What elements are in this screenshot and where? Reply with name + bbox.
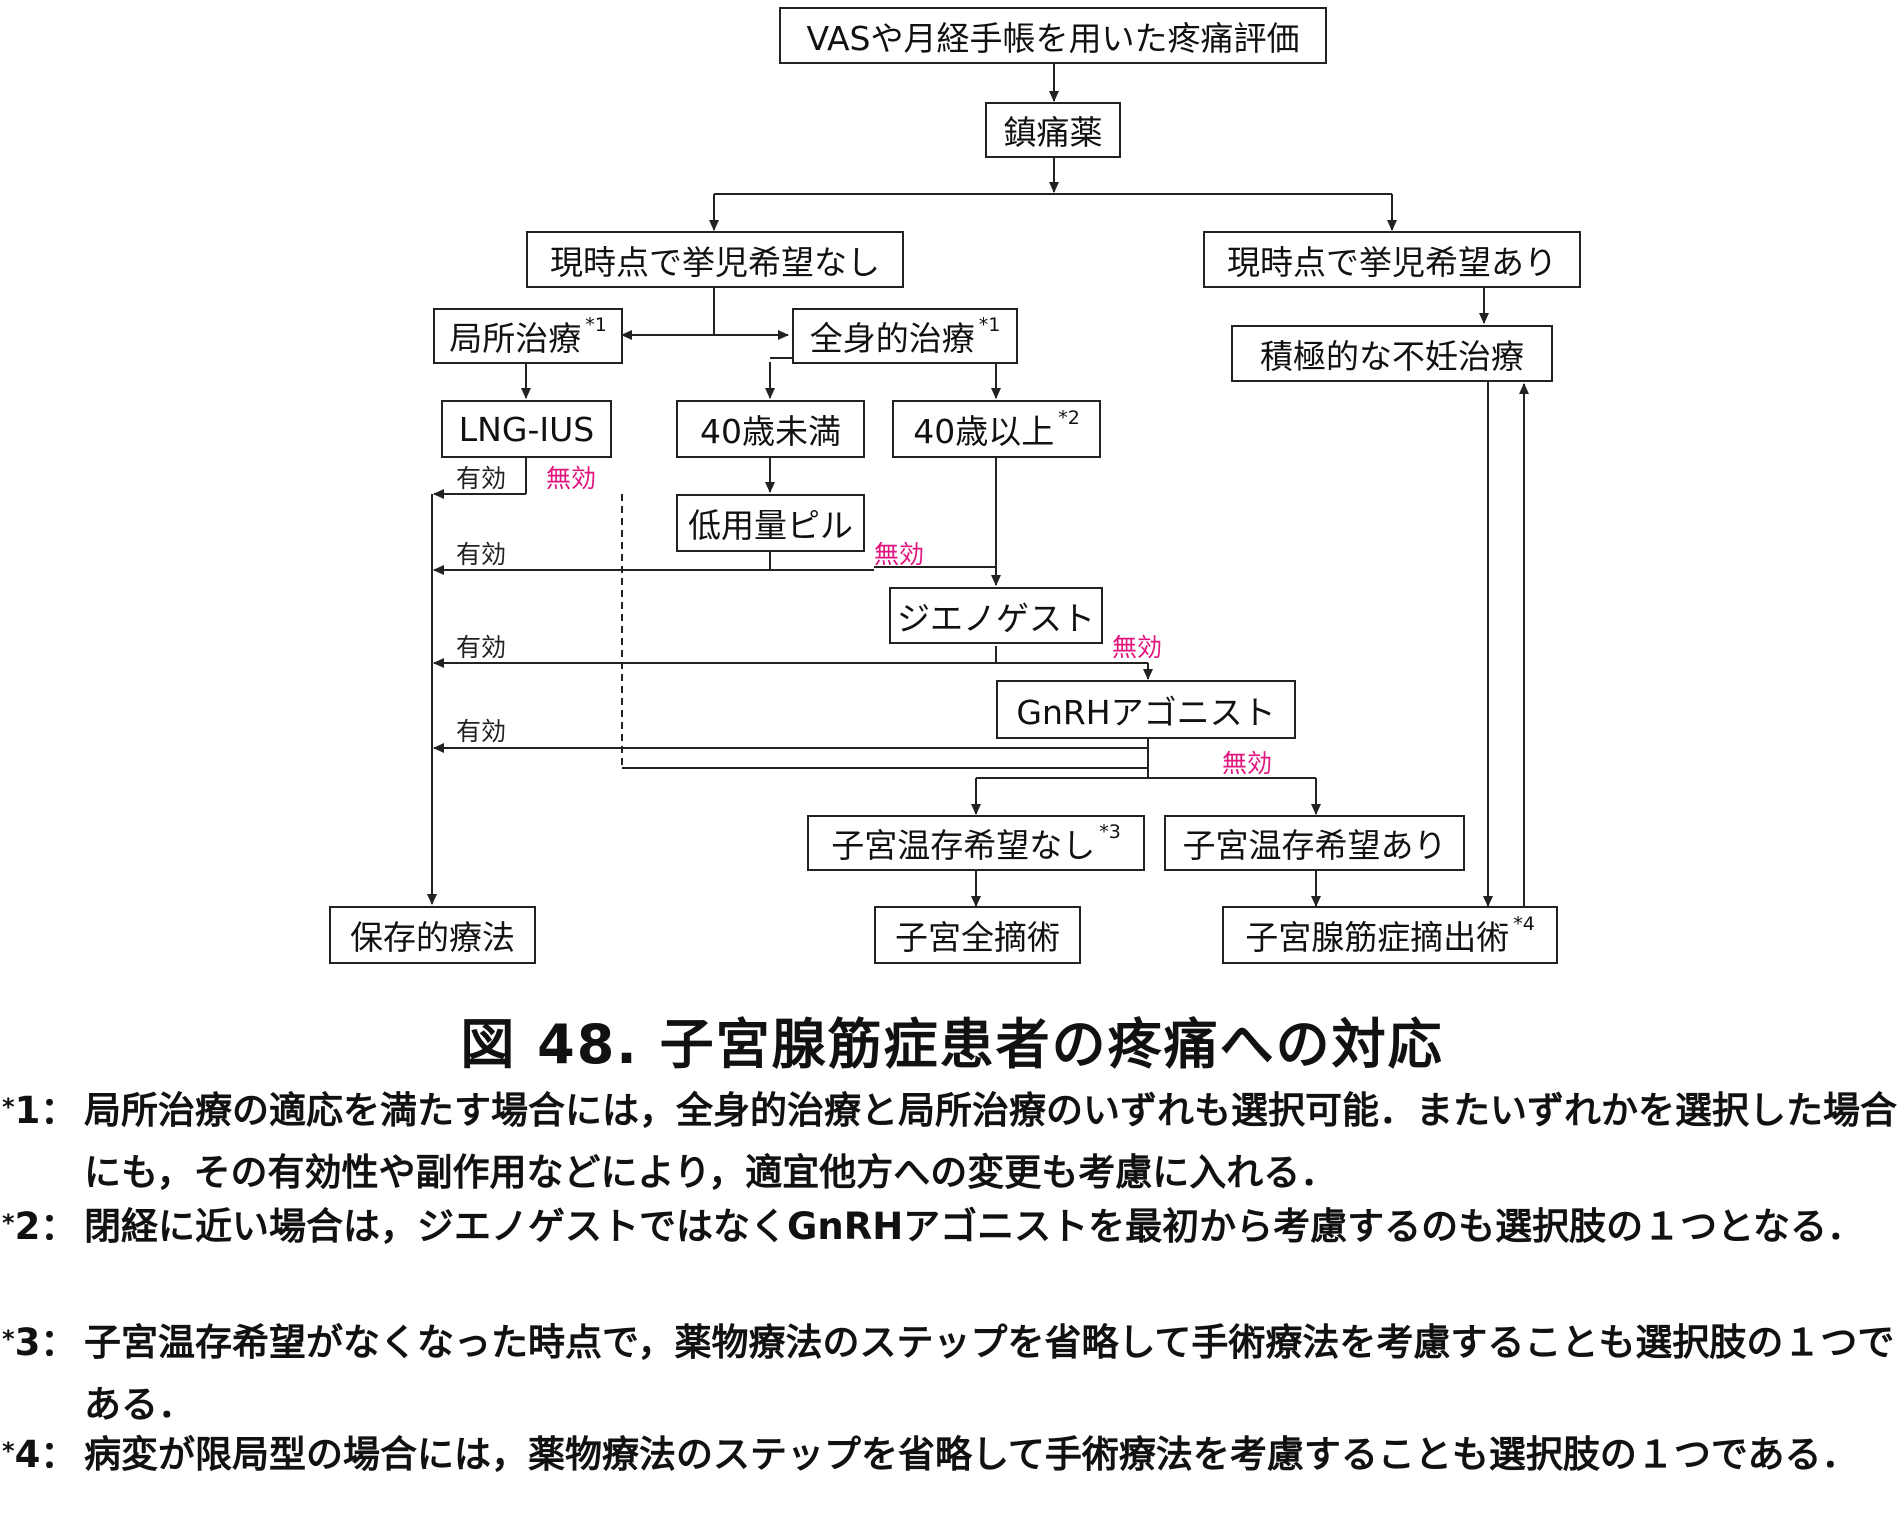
box-no-wish: 現時点で挙児希望なし [526, 231, 904, 288]
box-adenomyomectomy-label: 子宮腺筋症摘出術 [1245, 918, 1510, 957]
label-effective: 有効 [456, 464, 507, 493]
box-dienogest-label: ジエノゲスト [897, 598, 1095, 638]
box-over-40: 40歳以上*2 [892, 400, 1101, 458]
label-ineffective: 無効 [874, 540, 925, 569]
box-under-40: 40歳未満 [676, 400, 865, 458]
footnote-text: 子宮温存希望がなくなった時点で，薬物療法のステップを省略して手術療法を考慮するこ… [84, 1321, 1895, 1426]
box-adenomyomectomy: 子宮腺筋症摘出術*4 [1222, 906, 1558, 964]
box-uterus-preservation-label: 子宮温存希望あり [1182, 826, 1447, 865]
footnote-text: 閉経に近い場合は，ジエノゲストではなくGnRHアゴニストを最初から考慮するのも選… [84, 1205, 1865, 1248]
box-low-dose-pill: 低用量ピル [676, 494, 865, 552]
footnote-number: *1： [2, 1080, 84, 1142]
footnote-index: 4： [14, 1433, 78, 1476]
box-analgesic: 鎮痛薬 [985, 102, 1121, 158]
box-conservative-therapy: 保存的療法 [329, 906, 536, 964]
box-over-40-label: 40歳以上 [913, 412, 1055, 451]
asterisk: * [2, 1209, 15, 1237]
footnote-number: *4： [2, 1424, 84, 1486]
footnote-text: 局所治療の適応を満たす場合には，全身的治療と局所治療のいずれも選択可能．またいず… [84, 1089, 1897, 1194]
asterisk: * [2, 1325, 15, 1353]
box-systemic-treatment-label: 全身的治療 [809, 319, 975, 358]
label-effective: 有効 [456, 633, 507, 662]
footnote-index: 2： [14, 1205, 78, 1248]
box-under-40-label: 40歳未満 [700, 412, 841, 451]
box-wish-label: 現時点で挙児希望あり [1227, 242, 1557, 282]
box-hysterectomy: 子宮全摘術 [874, 906, 1081, 964]
asterisk: * [2, 1437, 15, 1465]
box-no-wish-label: 現時点で挙児希望なし [550, 242, 880, 282]
box-gnrh-agonist-label: GnRHアゴニスト [1016, 692, 1276, 732]
box-infertility-treatment-label: 積極的な不妊治療 [1260, 336, 1524, 376]
box-conservative-therapy-label: 保存的療法 [350, 918, 515, 957]
box-pain-assessment: VASや月経手帳を用いた疼痛評価 [779, 7, 1327, 64]
footnote-number: *3： [2, 1312, 84, 1374]
box-no-uterus-preservation: 子宮温存希望なし*3 [807, 815, 1145, 871]
footnote-number: *2： [2, 1196, 84, 1258]
box-gnrh-agonist: GnRHアゴニスト [996, 680, 1296, 739]
box-wish: 現時点で挙児希望あり [1203, 231, 1581, 288]
box-no-uterus-preservation-label: 子宮温存希望なし [831, 826, 1096, 865]
box-local-treatment: 局所治療*1 [433, 308, 623, 364]
asterisk: * [2, 1093, 15, 1121]
footnote-text: 病変が限局型の場合には，薬物療法のステップを省略して手術療法を考慮することも選択… [84, 1433, 1859, 1476]
footnote-mark: *4 [1513, 913, 1535, 935]
footnote-mark: *3 [1099, 821, 1121, 843]
footnote-mark: *1 [978, 314, 1001, 336]
box-uterus-preservation: 子宮温存希望あり [1164, 815, 1465, 871]
footnote-mark: *2 [1058, 407, 1080, 429]
label-ineffective: 無効 [1112, 633, 1163, 662]
footnote-index: 3： [14, 1321, 78, 1364]
flowchart-connectors [427, 62, 1529, 907]
box-lng-ius: LNG-IUS [441, 400, 612, 458]
label-effective: 有効 [456, 540, 507, 569]
footnote-index: 1： [14, 1089, 78, 1132]
label-effective: 有効 [456, 717, 507, 746]
footnote-mark: *1 [585, 314, 607, 336]
box-systemic-treatment: 全身的治療*1 [792, 308, 1018, 364]
box-pain-assessment-label: VASや月経手帳を用いた疼痛評価 [806, 18, 1300, 58]
box-dienogest: ジエノゲスト [889, 587, 1103, 644]
label-ineffective: 無効 [1222, 749, 1273, 778]
box-infertility-treatment: 積極的な不妊治療 [1231, 325, 1553, 382]
label-ineffective: 無効 [546, 464, 597, 493]
box-lng-ius-label: LNG-IUS [458, 409, 595, 449]
figure-caption: 図 48. 子宮腺筋症患者の疼痛への対応 [460, 1013, 1444, 1076]
box-hysterectomy-label: 子宮全摘術 [895, 918, 1060, 957]
box-low-dose-pill-label: 低用量ピル [688, 506, 853, 545]
box-local-treatment-label: 局所治療 [449, 319, 582, 358]
box-analgesic-label: 鎮痛薬 [1003, 113, 1103, 152]
